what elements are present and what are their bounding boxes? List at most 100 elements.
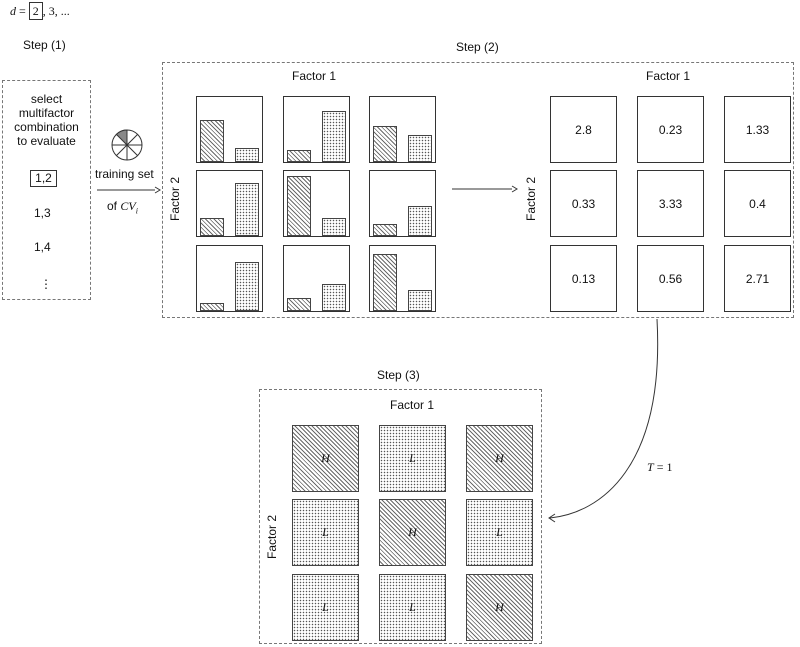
case-bar <box>287 298 311 311</box>
cv-prefix: of <box>107 199 121 213</box>
ratio-value: 2.71 <box>745 271 770 286</box>
ratio-value: 2.8 <box>575 122 592 137</box>
control-bar <box>408 206 432 236</box>
step2-left-factor2: Factor 2 <box>168 177 182 222</box>
high-risk-cell: H <box>379 499 446 566</box>
risk-label: L <box>496 525 503 539</box>
step3-factor1: Factor 1 <box>390 398 435 412</box>
ratio-cell: 0.33 <box>550 170 617 237</box>
combo-1-4: 1,4 <box>34 240 51 254</box>
combo-ellipsis: ⋮ <box>40 277 52 291</box>
pie-chart-icon <box>111 129 143 161</box>
bar-cell <box>196 170 263 237</box>
risk-label: L <box>322 525 329 539</box>
threshold-eq: = 1 <box>656 460 673 474</box>
bar-cell <box>283 245 350 312</box>
threshold-t: T <box>647 460 654 474</box>
step2-left-factor1: Factor 1 <box>292 69 337 83</box>
step2-box <box>162 62 794 318</box>
ratio-cell: 1.33 <box>724 96 791 163</box>
control-bar <box>322 284 346 311</box>
step3-factor2: Factor 2 <box>265 515 279 560</box>
case-bar <box>200 218 224 236</box>
risk-label: H <box>495 600 504 614</box>
case-bar <box>373 254 397 311</box>
step1-line4: to evaluate <box>17 134 76 148</box>
low-risk-cell: L <box>379 425 446 492</box>
high-risk-cell: H <box>292 425 359 492</box>
d-variable: d <box>10 4 16 18</box>
cv-subscript: i <box>135 206 138 216</box>
bar-cell <box>283 170 350 237</box>
bar-cell <box>196 245 263 312</box>
ratio-value: 0.4 <box>749 196 766 211</box>
control-bar <box>235 262 259 311</box>
bar-cell <box>196 96 263 163</box>
low-risk-cell: L <box>379 574 446 641</box>
ratio-value: 0.23 <box>658 122 683 137</box>
control-bar <box>322 218 346 236</box>
low-risk-cell: L <box>292 574 359 641</box>
ratio-cell: 0.4 <box>724 170 791 237</box>
case-bar <box>373 224 397 236</box>
risk-label: L <box>409 600 416 614</box>
ratio-value: 0.13 <box>571 271 596 286</box>
case-bar <box>200 303 224 311</box>
d-equals: = <box>19 4 26 18</box>
control-bar <box>408 135 432 162</box>
ratio-value: 0.56 <box>658 271 683 286</box>
case-bar <box>373 126 397 162</box>
combo-1-2: 1,2 <box>35 171 52 185</box>
step1-line1: select <box>30 92 63 106</box>
ratio-cell: 2.71 <box>724 245 791 312</box>
control-bar <box>408 290 432 311</box>
ratio-cell: 0.13 <box>550 245 617 312</box>
risk-label: H <box>408 525 417 539</box>
ratio-cell: 2.8 <box>550 96 617 163</box>
d-boxed-value: 2 <box>28 2 43 20</box>
step1-description: select multifactor combination to evalua… <box>2 92 91 148</box>
ratio-cell: 0.56 <box>637 245 704 312</box>
bar-cell <box>369 96 436 163</box>
step2-title: Step (2) <box>456 40 499 54</box>
control-bar <box>235 148 259 162</box>
ratio-value: 0.33 <box>571 196 596 211</box>
bar-cell <box>369 170 436 237</box>
cv-label: of CVi <box>107 199 138 218</box>
training-arrow <box>97 186 161 194</box>
bar-cell <box>369 245 436 312</box>
risk-label: L <box>409 451 416 465</box>
step1-title: Step (1) <box>23 38 66 52</box>
step3-title: Step (3) <box>377 368 420 382</box>
high-risk-cell: H <box>466 425 533 492</box>
step2-right-factor2: Factor 2 <box>524 177 538 222</box>
case-bar <box>200 120 224 162</box>
risk-label: L <box>322 600 329 614</box>
case-bar <box>287 150 311 162</box>
ratio-value: 3.33 <box>658 196 683 211</box>
threshold-label: T = 1 <box>647 460 672 474</box>
low-risk-cell: L <box>466 499 533 566</box>
step2-right-factor1: Factor 1 <box>646 69 691 83</box>
training-set-label: training set <box>95 167 154 181</box>
threshold-arrow <box>548 318 659 523</box>
high-risk-cell: H <box>466 574 533 641</box>
low-risk-cell: L <box>292 499 359 566</box>
cv-symbol: CV <box>120 199 136 213</box>
step1-line2: multifactor <box>18 106 75 120</box>
control-bar <box>235 183 259 236</box>
step3-box <box>259 389 542 644</box>
case-bar <box>287 176 311 236</box>
control-bar <box>322 111 346 162</box>
ratio-cell: 3.33 <box>637 170 704 237</box>
bar-cell <box>283 96 350 163</box>
d-rest: , 3, ... <box>42 4 70 18</box>
ratio-cell: 0.23 <box>637 96 704 163</box>
step1-box <box>2 80 91 300</box>
risk-label: H <box>495 451 504 465</box>
step1-line3: combination <box>14 120 79 134</box>
grid-transform-arrow <box>452 185 518 193</box>
combo-1-3: 1,3 <box>34 206 51 220</box>
risk-label: H <box>321 451 330 465</box>
combo-selected: 1,2 <box>30 170 57 187</box>
